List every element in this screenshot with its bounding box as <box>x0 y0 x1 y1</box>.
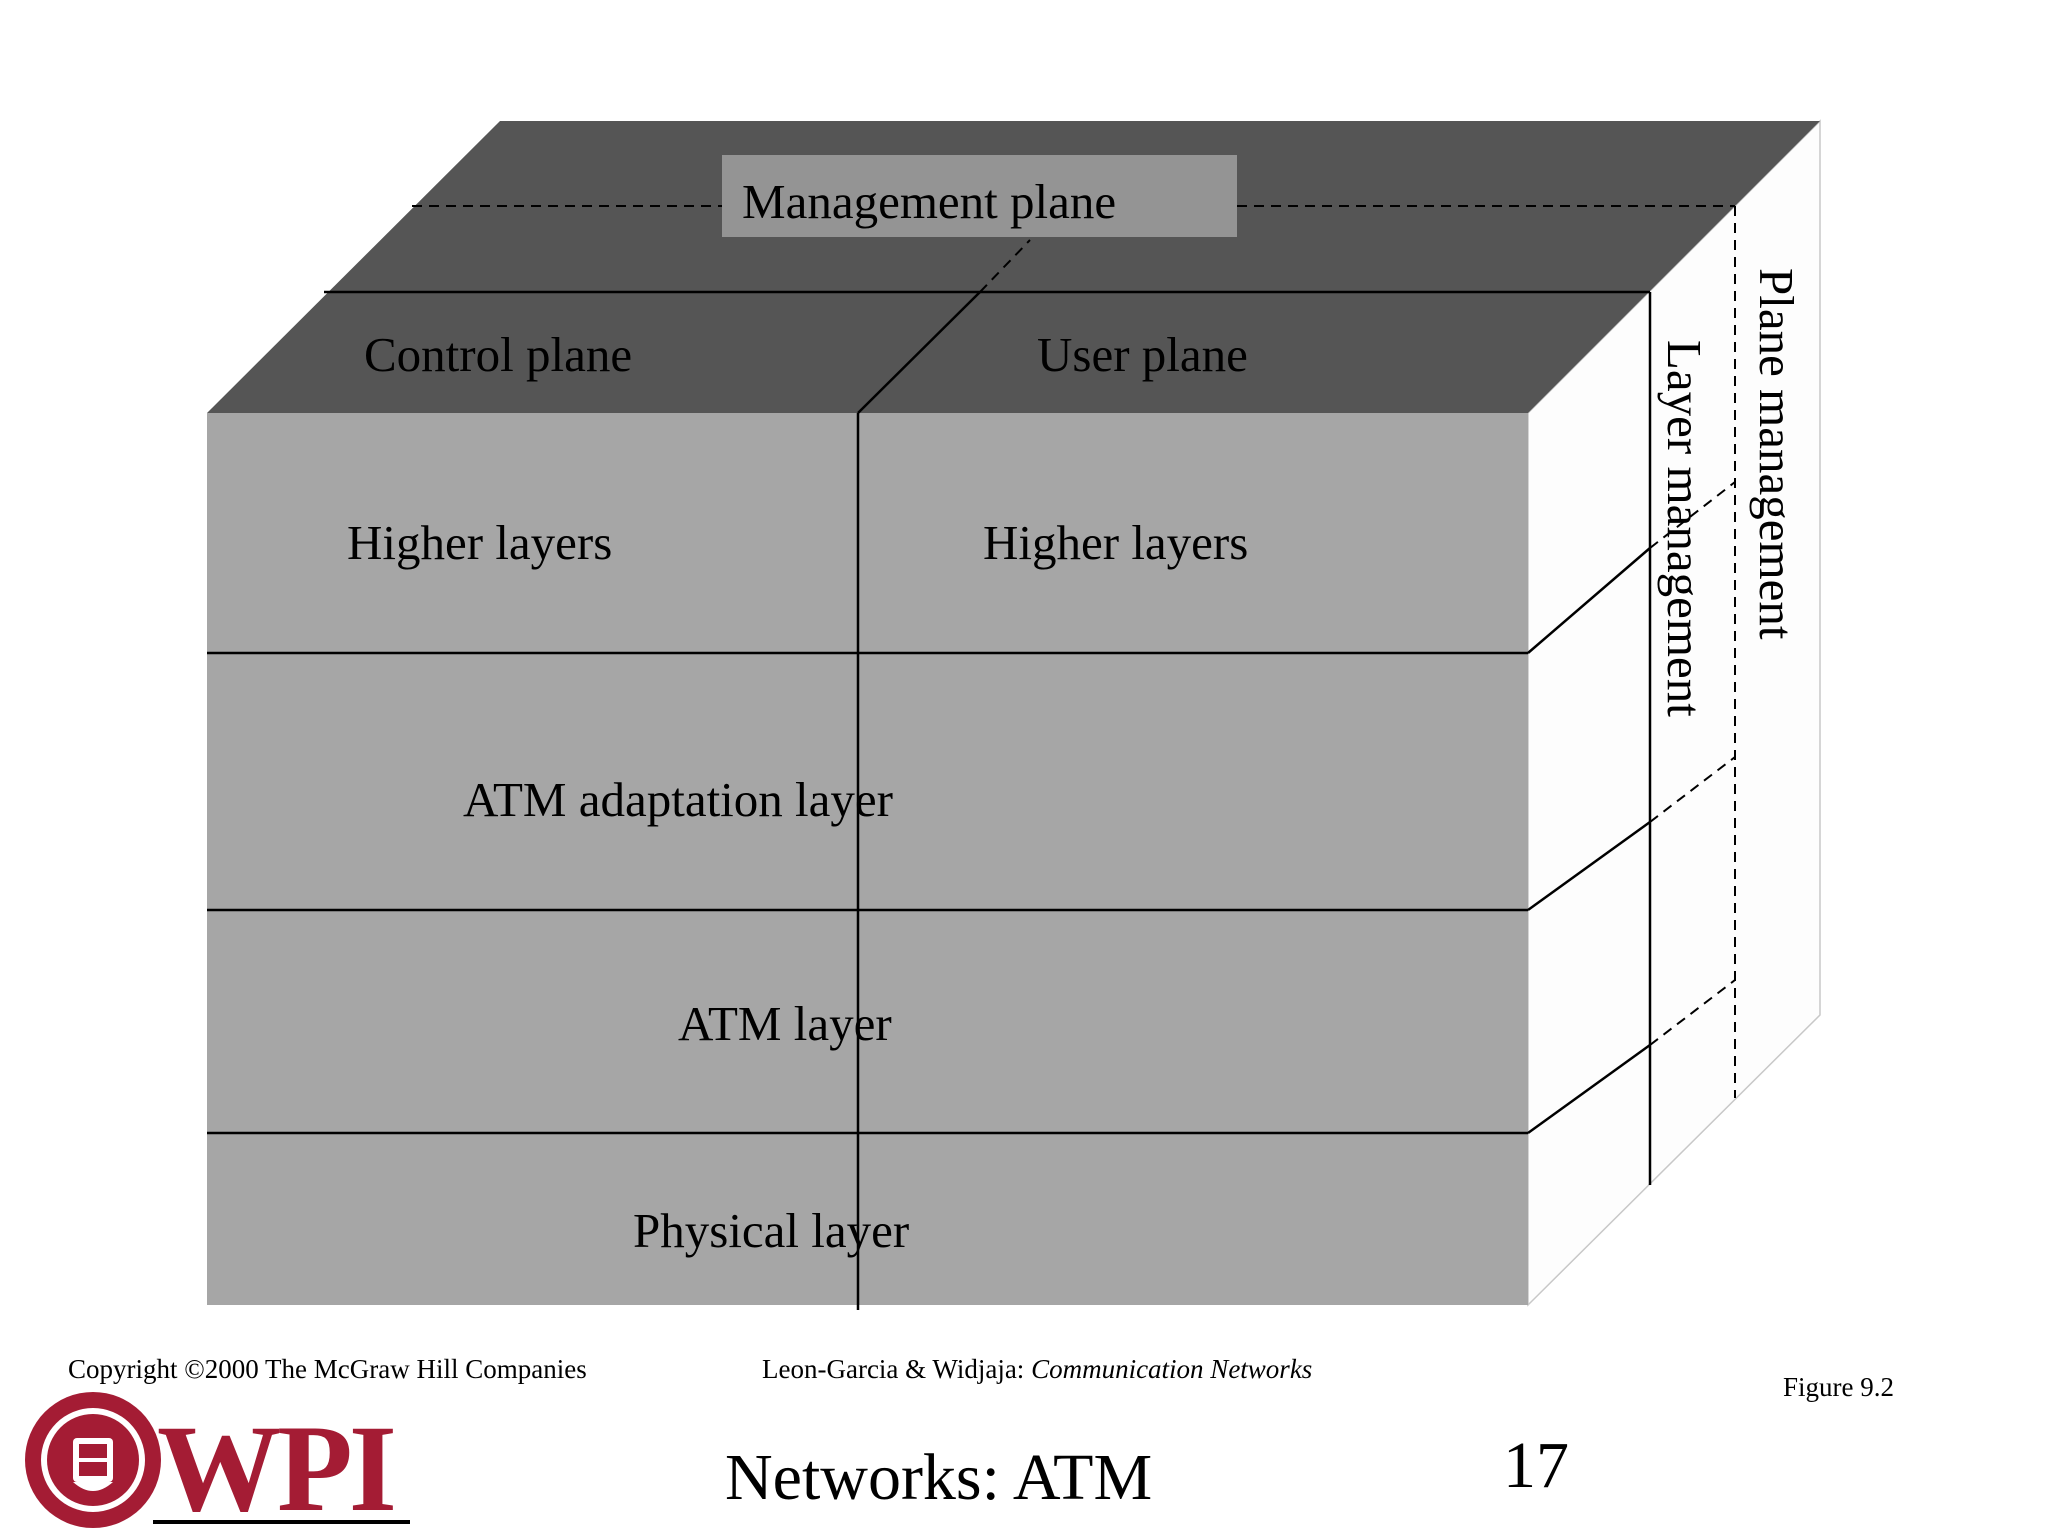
side-line-2 <box>1527 820 1651 912</box>
user-plane-label: User plane <box>1037 327 1248 382</box>
higher-layers-right-label: Higher layers <box>983 515 1248 570</box>
side-dashed-1 <box>1649 481 1736 549</box>
atm-layer-label: ATM layer <box>678 996 892 1051</box>
physical-layer-label: Physical layer <box>633 1203 909 1258</box>
side-dashed-3 <box>1649 979 1736 1046</box>
management-plane-box <box>722 155 1237 237</box>
wpi-logo: WPI <box>25 1392 410 1530</box>
management-plane-label: Management plane <box>742 174 1116 229</box>
plane-divider-top-dashed <box>979 239 1031 293</box>
wpi-seal-icon <box>25 1392 161 1528</box>
side-line-1 <box>1527 547 1651 654</box>
plane-management-label: Plane management <box>1749 268 1804 640</box>
book-title: Communication Networks <box>1031 1354 1313 1384</box>
copyright-text: Copyright ©2000 The McGraw Hill Companie… <box>68 1354 587 1384</box>
authors-text: Leon-Garcia & Widjaja: <box>762 1354 1025 1384</box>
book-credit: Leon-Garcia & Widjaja: Communication Net… <box>762 1354 1312 1385</box>
layer-management-label: Layer management <box>1657 340 1712 717</box>
slide-title: Networks: ATM <box>725 1441 1153 1514</box>
side-dashed-2 <box>1649 756 1736 823</box>
aal-label: ATM adaptation layer <box>463 772 893 827</box>
wpi-wordmark: WPI <box>157 1400 394 1530</box>
higher-layers-left-label: Higher layers <box>347 515 612 570</box>
control-plane-label: Control plane <box>364 327 632 382</box>
front-face <box>207 413 1528 1305</box>
side-line-3 <box>1527 1043 1651 1135</box>
page-number: 17 <box>1503 1429 1569 1502</box>
plane-divider-top <box>857 291 981 414</box>
figure-number: Figure 9.2 <box>1783 1372 1894 1402</box>
top-face <box>207 121 1820 413</box>
